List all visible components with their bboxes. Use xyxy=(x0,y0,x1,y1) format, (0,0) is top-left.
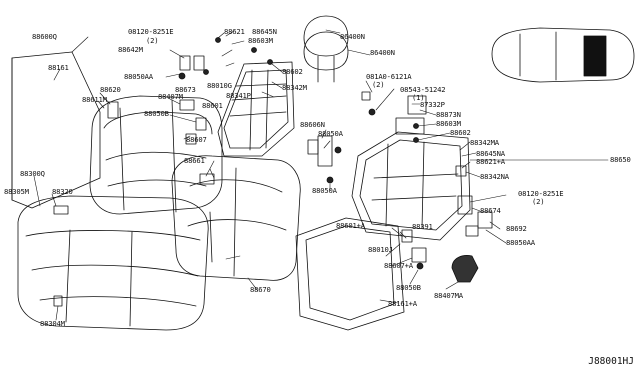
part-label: 08120-8251E xyxy=(128,27,174,36)
part-label: 88391 xyxy=(412,222,433,231)
part-label: 081A0-6121A xyxy=(366,72,412,81)
part-label: 88050B xyxy=(396,283,421,292)
part-label: 88873N xyxy=(436,110,461,119)
part-label: 88674 xyxy=(480,206,501,215)
part-label: 88010G xyxy=(207,81,232,90)
diagram-code: J88001HJ xyxy=(588,356,634,367)
part-label: 88161 xyxy=(48,63,69,72)
part-label: (2) xyxy=(372,80,385,89)
part-label: 88621 xyxy=(224,27,245,36)
part-label: 88050A xyxy=(312,186,337,195)
part-label: 88341P xyxy=(226,91,251,100)
leader-lines xyxy=(33,29,609,321)
part-label: 88620 xyxy=(100,85,121,94)
part-label: 88161+A xyxy=(388,299,417,308)
part-label: 88602 xyxy=(282,67,303,76)
part-label: 88603M xyxy=(436,119,461,128)
part-label: 88050B xyxy=(144,109,169,118)
part-label: 08120-8251E xyxy=(518,189,564,198)
part-label: 88342MA xyxy=(470,138,499,147)
part-label: 88645N xyxy=(252,27,277,36)
part-label: 88642M xyxy=(118,45,143,54)
part-label: 88661 xyxy=(184,156,205,165)
part-label: 88670 xyxy=(250,285,271,294)
part-label: 88645NA xyxy=(476,149,505,158)
part-label: 88304M xyxy=(40,319,65,328)
part-label: 88601 xyxy=(202,101,223,110)
headrest-1 xyxy=(303,15,349,71)
part-label: 88692 xyxy=(506,224,527,233)
part-label: 88606N xyxy=(300,120,325,129)
part-label: 88601+A xyxy=(336,221,365,230)
rear-seatback-left xyxy=(89,95,223,215)
part-label: 88607+A xyxy=(384,261,413,270)
part-label: 88300Q xyxy=(20,169,45,178)
part-label: 88050A xyxy=(318,129,343,138)
seatback-board xyxy=(295,217,405,331)
part-label: 88050AA xyxy=(506,238,535,247)
part-label: 88010J xyxy=(368,245,393,254)
part-label: 88407M xyxy=(158,92,183,101)
part-label: 88603M xyxy=(248,36,273,45)
part-label: 88611M xyxy=(82,95,107,104)
headrest-2 xyxy=(303,31,349,83)
part-label: 87332P xyxy=(420,100,445,109)
car-locator-sketch xyxy=(491,27,635,83)
part-label: 88607 xyxy=(186,135,207,144)
part-label: 88305M xyxy=(4,187,29,196)
seat-frame-right xyxy=(351,117,471,241)
part-label: 88673 xyxy=(175,85,196,94)
part-label: 86400N xyxy=(370,48,395,57)
rear-seat-cushion xyxy=(17,195,209,331)
part-label: 88600Q xyxy=(32,32,57,41)
part-label: (1) xyxy=(412,93,425,102)
part-label: (2) xyxy=(146,36,159,45)
part-label: 88621+A xyxy=(476,157,505,166)
part-label: 88650 xyxy=(610,155,631,164)
part-label: 88342M xyxy=(282,83,307,92)
seat-frame-upper xyxy=(217,61,295,157)
rear-seatback-center xyxy=(171,155,301,281)
part-label: 88050AA xyxy=(124,72,153,81)
small-hardware xyxy=(53,37,493,307)
part-label: 88407MA xyxy=(434,291,463,300)
part-label: 88602 xyxy=(450,128,471,137)
part-label: 86400N xyxy=(340,32,365,41)
seatback-panel-outline xyxy=(11,51,101,209)
part-label: 88342NA xyxy=(480,172,509,181)
part-label: 88320 xyxy=(52,187,73,196)
part-label: 08543-51242 xyxy=(400,85,446,94)
part-label: (2) xyxy=(532,197,545,206)
